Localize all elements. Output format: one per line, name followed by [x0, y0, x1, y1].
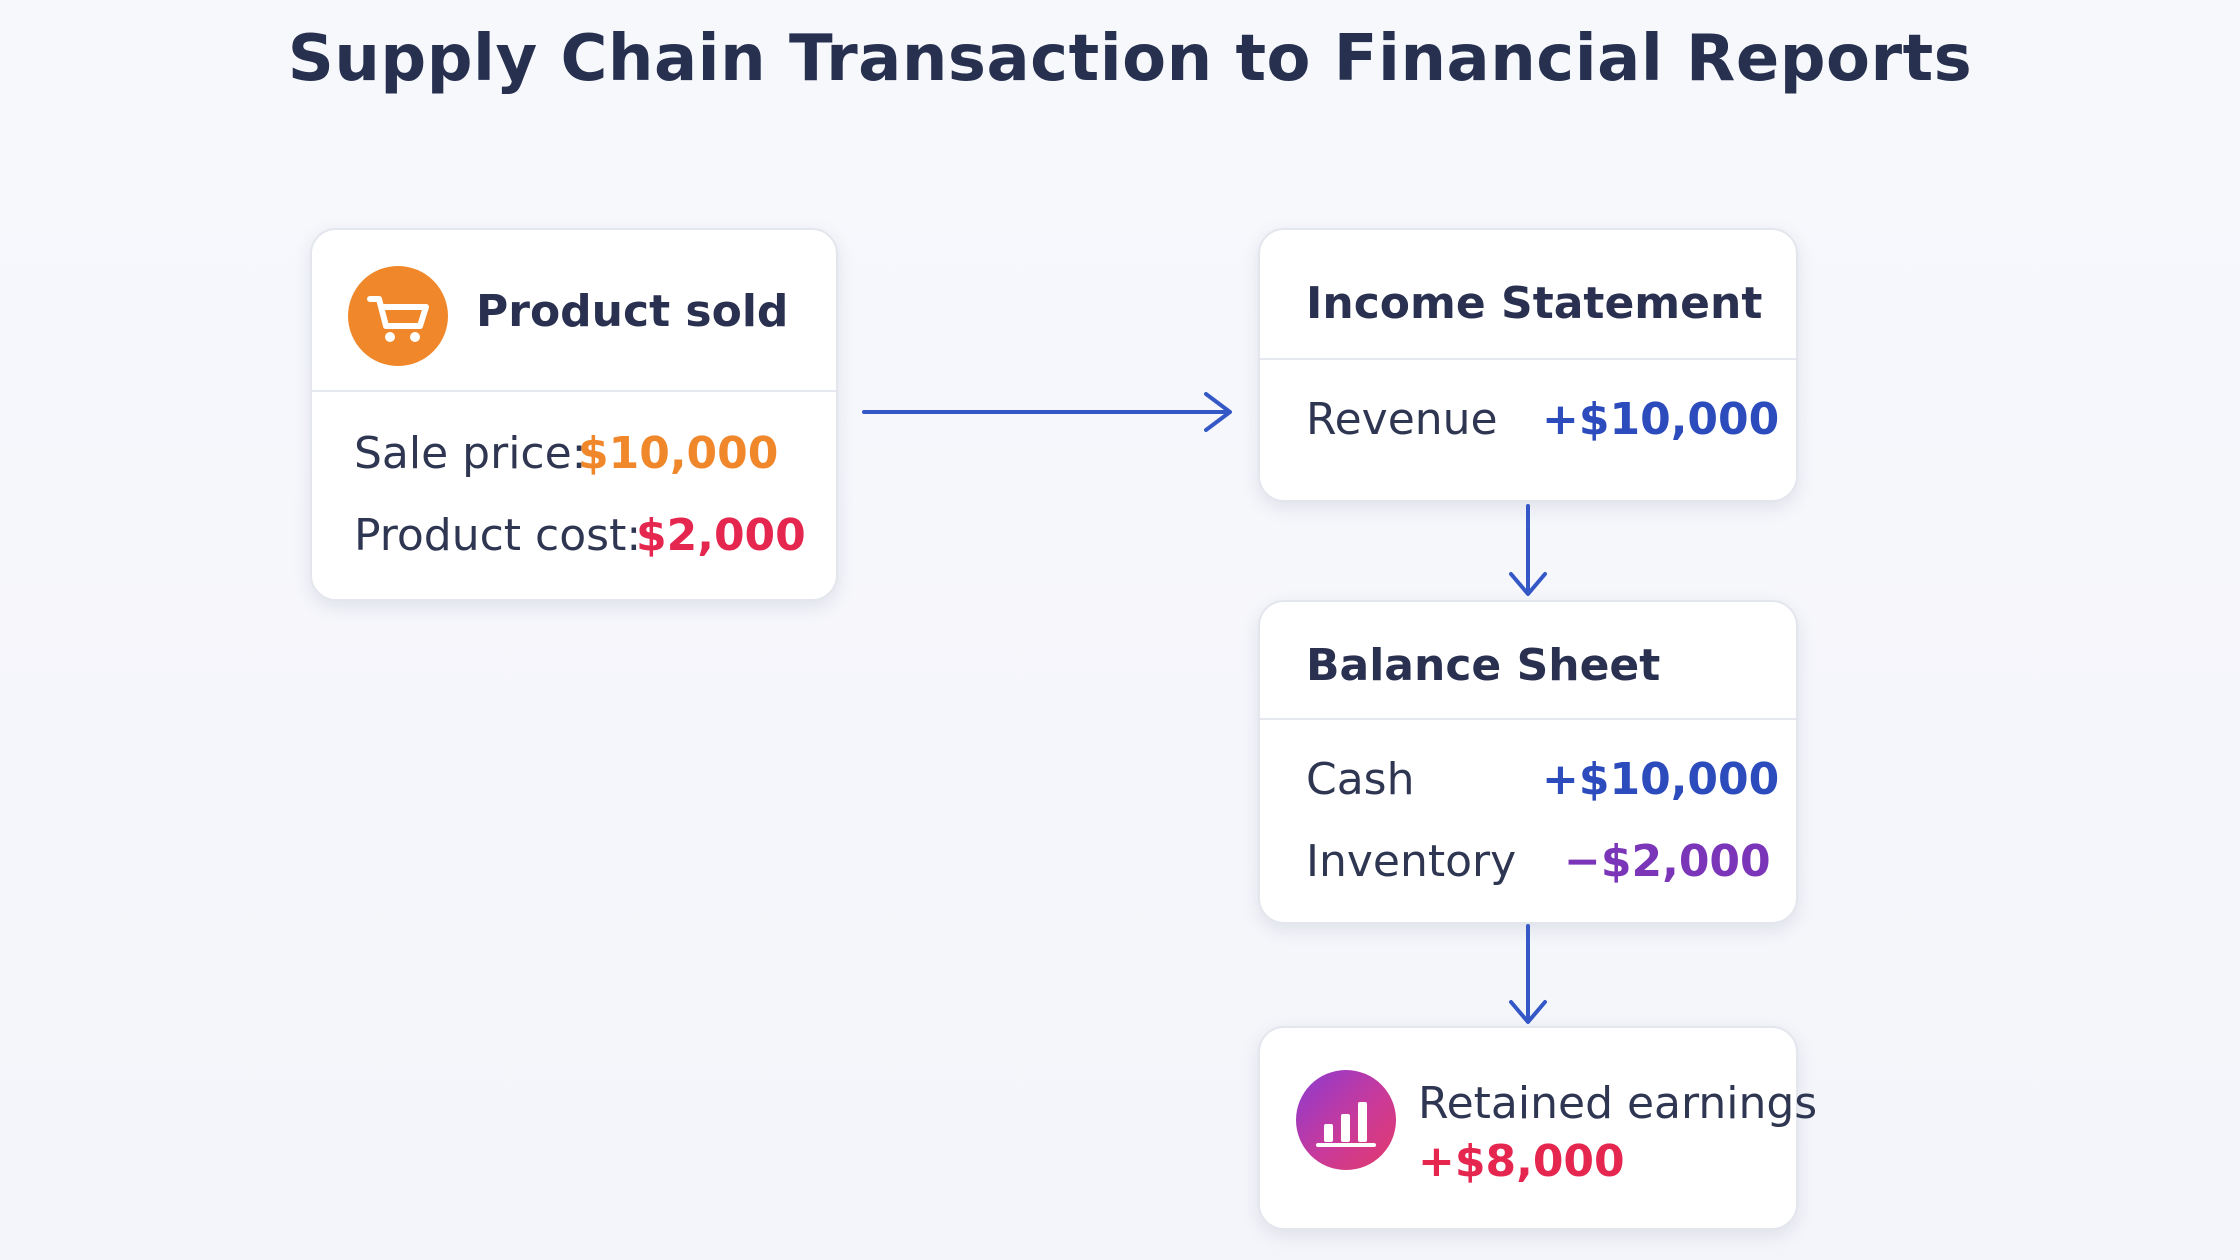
- income-statement-title: Income Statement: [1306, 278, 1763, 329]
- balance-sheet-card: Balance Sheet Cash +$10,000 Inventory −$…: [1258, 600, 1798, 924]
- cash-value: +$10,000: [1542, 754, 1780, 805]
- sale-price-value: $10,000: [578, 428, 779, 479]
- retained-earnings-value: +$8,000: [1418, 1136, 1625, 1187]
- revenue-value: +$10,000: [1542, 394, 1780, 445]
- shopping-cart-icon: [348, 266, 448, 366]
- arrow-to-balance-sheet: [1509, 504, 1547, 596]
- revenue-label: Revenue: [1306, 394, 1498, 445]
- arrow-to-income-statement: [862, 392, 1232, 432]
- product-sold-header: [312, 230, 836, 392]
- product-sold-card: Product sold Sale price: $10,000 Product…: [310, 228, 838, 601]
- retained-earnings-label: Retained earnings: [1418, 1078, 1818, 1129]
- cash-label: Cash: [1306, 754, 1415, 805]
- inventory-value: −$2,000: [1564, 836, 1771, 887]
- income-statement-header: [1260, 230, 1796, 360]
- inventory-label: Inventory: [1306, 836, 1517, 887]
- income-statement-card: Income Statement Revenue +$10,000: [1258, 228, 1798, 502]
- balance-sheet-header: [1260, 602, 1796, 720]
- page-title: Supply Chain Transaction to Financial Re…: [287, 22, 1973, 96]
- arrow-to-retained-earnings: [1509, 924, 1547, 1024]
- retained-earnings-card: Retained earnings +$8,000: [1258, 1026, 1817, 1230]
- sale-price-label: Sale price:: [354, 428, 587, 479]
- balance-sheet-title: Balance Sheet: [1306, 640, 1661, 691]
- product-cost-value: $2,000: [636, 510, 806, 561]
- product-sold-title: Product sold: [476, 286, 789, 337]
- product-cost-label: Product cost:: [354, 510, 642, 561]
- bar-chart-icon: [1296, 1070, 1396, 1170]
